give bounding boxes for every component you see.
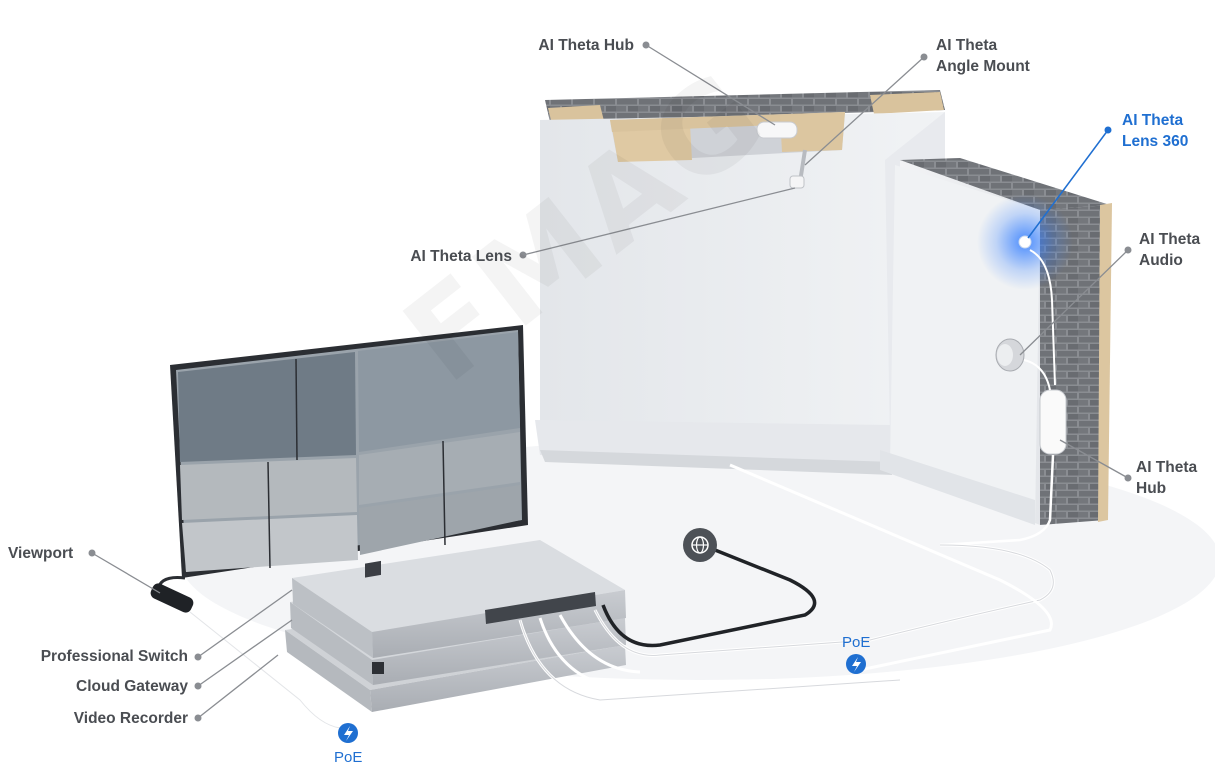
leader-lines [91, 44, 1129, 719]
label-poe-right: PoE [842, 634, 871, 651]
leader-dots [88, 41, 1132, 722]
label-lens-360-line2: Lens 360 [1122, 133, 1189, 150]
label-viewport: Viewport [8, 545, 74, 562]
poe-bolt-icon-bottom [338, 723, 358, 743]
label-ai-theta-hub-right: AI Theta Hub [1136, 457, 1197, 499]
ai-theta-hub-wall-device [1039, 389, 1067, 455]
ai-theta-lens-device [789, 149, 807, 189]
globe-icon [683, 528, 717, 562]
ai-theta-lens-360-device [1018, 235, 1032, 249]
ai-theta-hub-ceiling-device [756, 121, 798, 139]
poe-bolt-icon-right [846, 654, 866, 674]
leader-line-lens-360 [1027, 129, 1109, 239]
label-ai-theta-hub-top: AI Theta Hub [538, 37, 634, 54]
label-audio-line1: AI Theta [1139, 231, 1201, 248]
label-ai-theta-lens: AI Theta Lens [410, 248, 512, 265]
label-cloud-gateway: Cloud Gateway [76, 678, 188, 695]
viewport-monitor [170, 325, 528, 578]
label-professional-switch: Professional Switch [40, 648, 188, 665]
label-ai-theta-lens-360: AI Theta Lens 360 [1122, 110, 1188, 152]
left-wall [535, 90, 945, 475]
label-angle-mount-line2: Angle Mount [936, 58, 1030, 75]
label-hub-right-line2: Hub [1136, 480, 1167, 497]
label-hub-right-line1: AI Theta [1136, 459, 1198, 476]
label-audio-line2: Audio [1139, 252, 1183, 269]
label-poe-bottom: PoE [334, 749, 363, 766]
label-lens-360-line1: AI Theta [1122, 112, 1184, 129]
label-video-recorder: Video Recorder [73, 710, 188, 727]
leader-dot-lens-360 [1104, 126, 1112, 134]
viewport-device [150, 583, 194, 613]
label-ai-theta-audio: AI Theta Audio [1139, 229, 1200, 271]
label-ai-theta-angle-mount: AI Theta Angle Mount [936, 35, 1030, 77]
label-angle-mount-line1: AI Theta [936, 37, 998, 54]
internet-cable [601, 546, 817, 648]
